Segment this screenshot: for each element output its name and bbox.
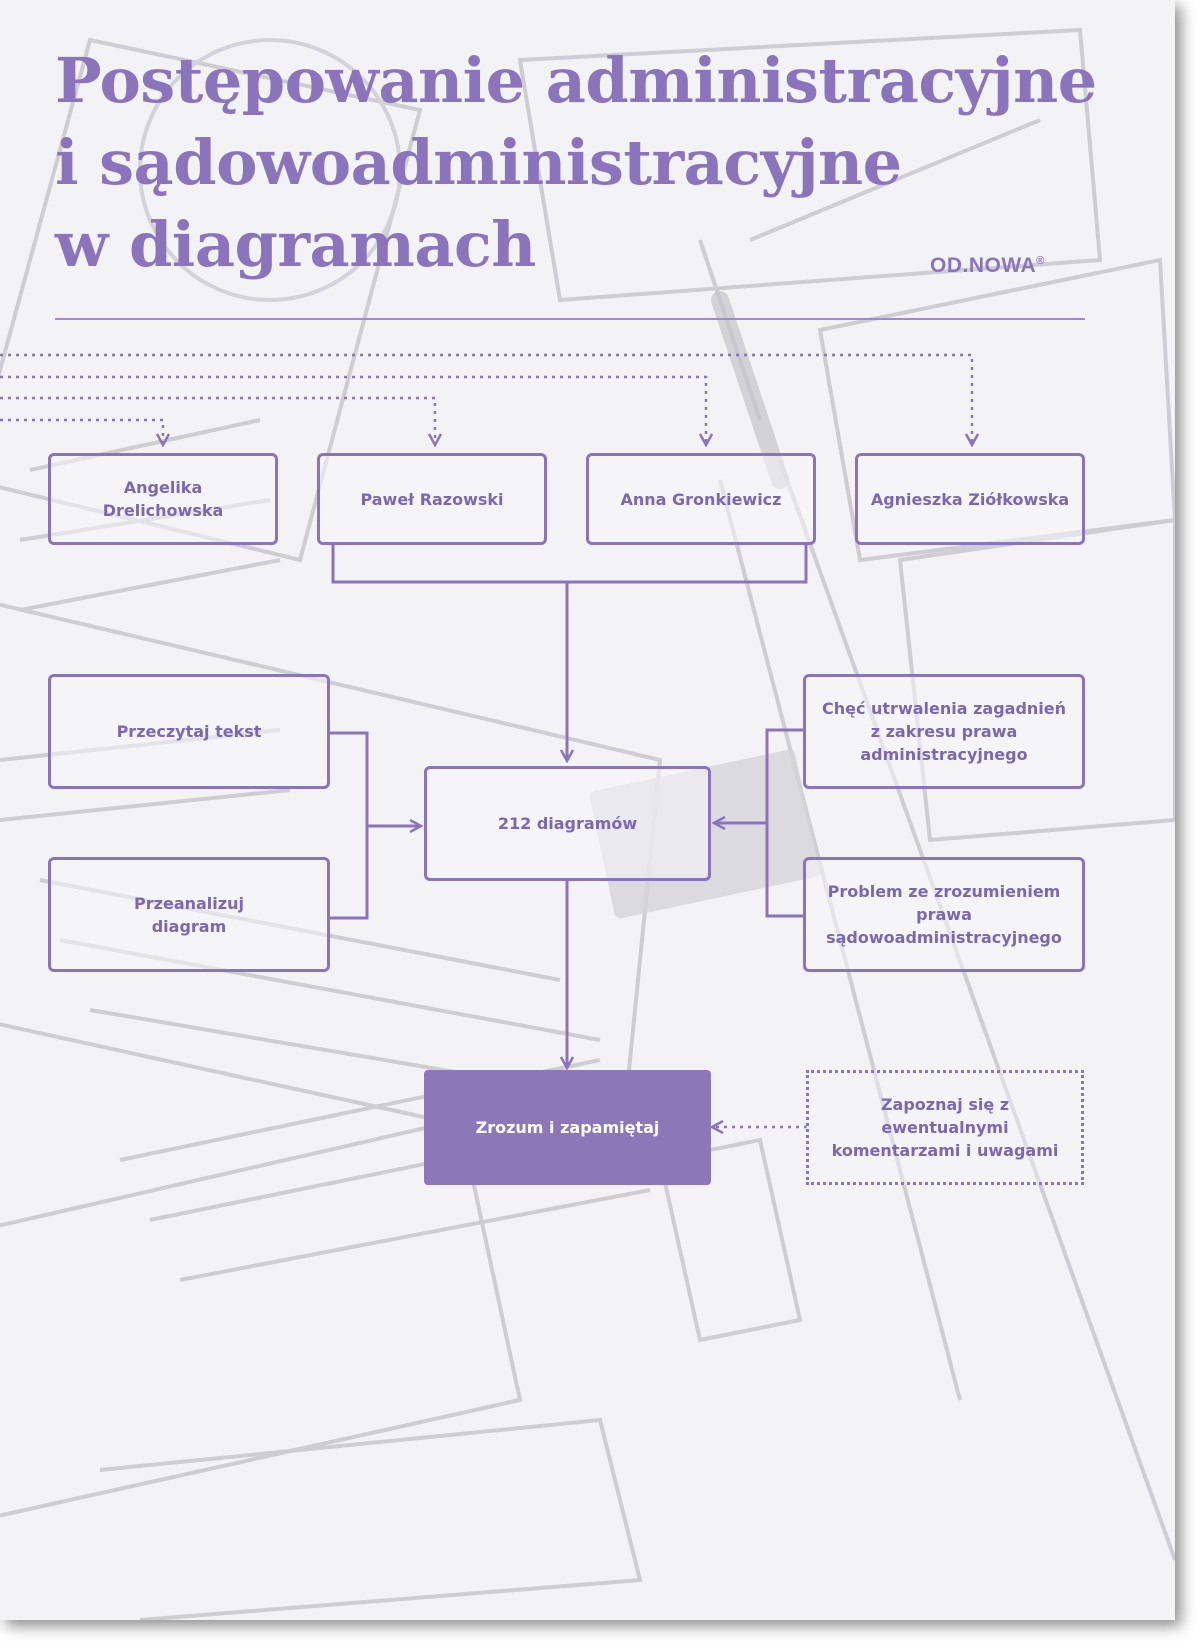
publisher-logo: OD.NOWA® <box>930 254 1045 278</box>
step-box-analyze: Przeanalizuj diagram <box>48 857 330 972</box>
book-title: Postępowanie administracyjne i sądowoadm… <box>55 40 1105 286</box>
author-name: Angelika Drelichowska <box>102 478 224 520</box>
reason-label: Problem ze zrozumieniem prawa sądowoadmi… <box>826 882 1062 947</box>
step-label: Przeanalizuj diagram <box>134 893 244 936</box>
title-line-3: w diagramach <box>55 208 536 281</box>
center-label: 212 diagramów <box>497 814 638 833</box>
result-label: Zrozum i zapamiętaj <box>475 1118 660 1137</box>
author-name: Anna Gronkiewicz <box>620 489 782 509</box>
publisher-name: OD.NOWA <box>930 254 1037 277</box>
diagram-connectors <box>0 353 1175 1620</box>
title-divider <box>55 318 1085 320</box>
author-box-4: Agnieszka Ziółkowska <box>855 453 1085 545</box>
reason-label: Chęć utrwalenia zagadnień z zakresu praw… <box>821 699 1067 764</box>
author-box-1: Angelika Drelichowska <box>48 453 278 545</box>
book-cover: Postępowanie administracyjne i sądowoadm… <box>0 0 1175 1620</box>
author-name: Paweł Razowski <box>360 489 504 509</box>
note-label: Zapoznaj się z ewentualnymi komentarzami… <box>831 1095 1059 1160</box>
title-line-2: i sądowoadministracyjne <box>55 126 902 199</box>
title-line-1: Postępowanie administracyjne <box>55 44 1097 117</box>
step-label: Przeczytaj tekst <box>116 722 262 741</box>
center-box: 212 diagramów <box>424 766 711 881</box>
author-name: Agnieszka Ziółkowska <box>870 489 1070 509</box>
reason-box-2: Problem ze zrozumieniem prawa sądowoadmi… <box>803 857 1085 972</box>
registered-mark: ® <box>1036 255 1045 267</box>
step-box-read: Przeczytaj tekst <box>48 674 330 789</box>
author-box-3: Anna Gronkiewicz <box>586 453 816 545</box>
result-box: Zrozum i zapamiętaj <box>424 1070 711 1185</box>
author-box-2: Paweł Razowski <box>317 453 547 545</box>
note-box: Zapoznaj się z ewentualnymi komentarzami… <box>806 1070 1084 1185</box>
reason-box-1: Chęć utrwalenia zagadnień z zakresu praw… <box>803 674 1085 789</box>
